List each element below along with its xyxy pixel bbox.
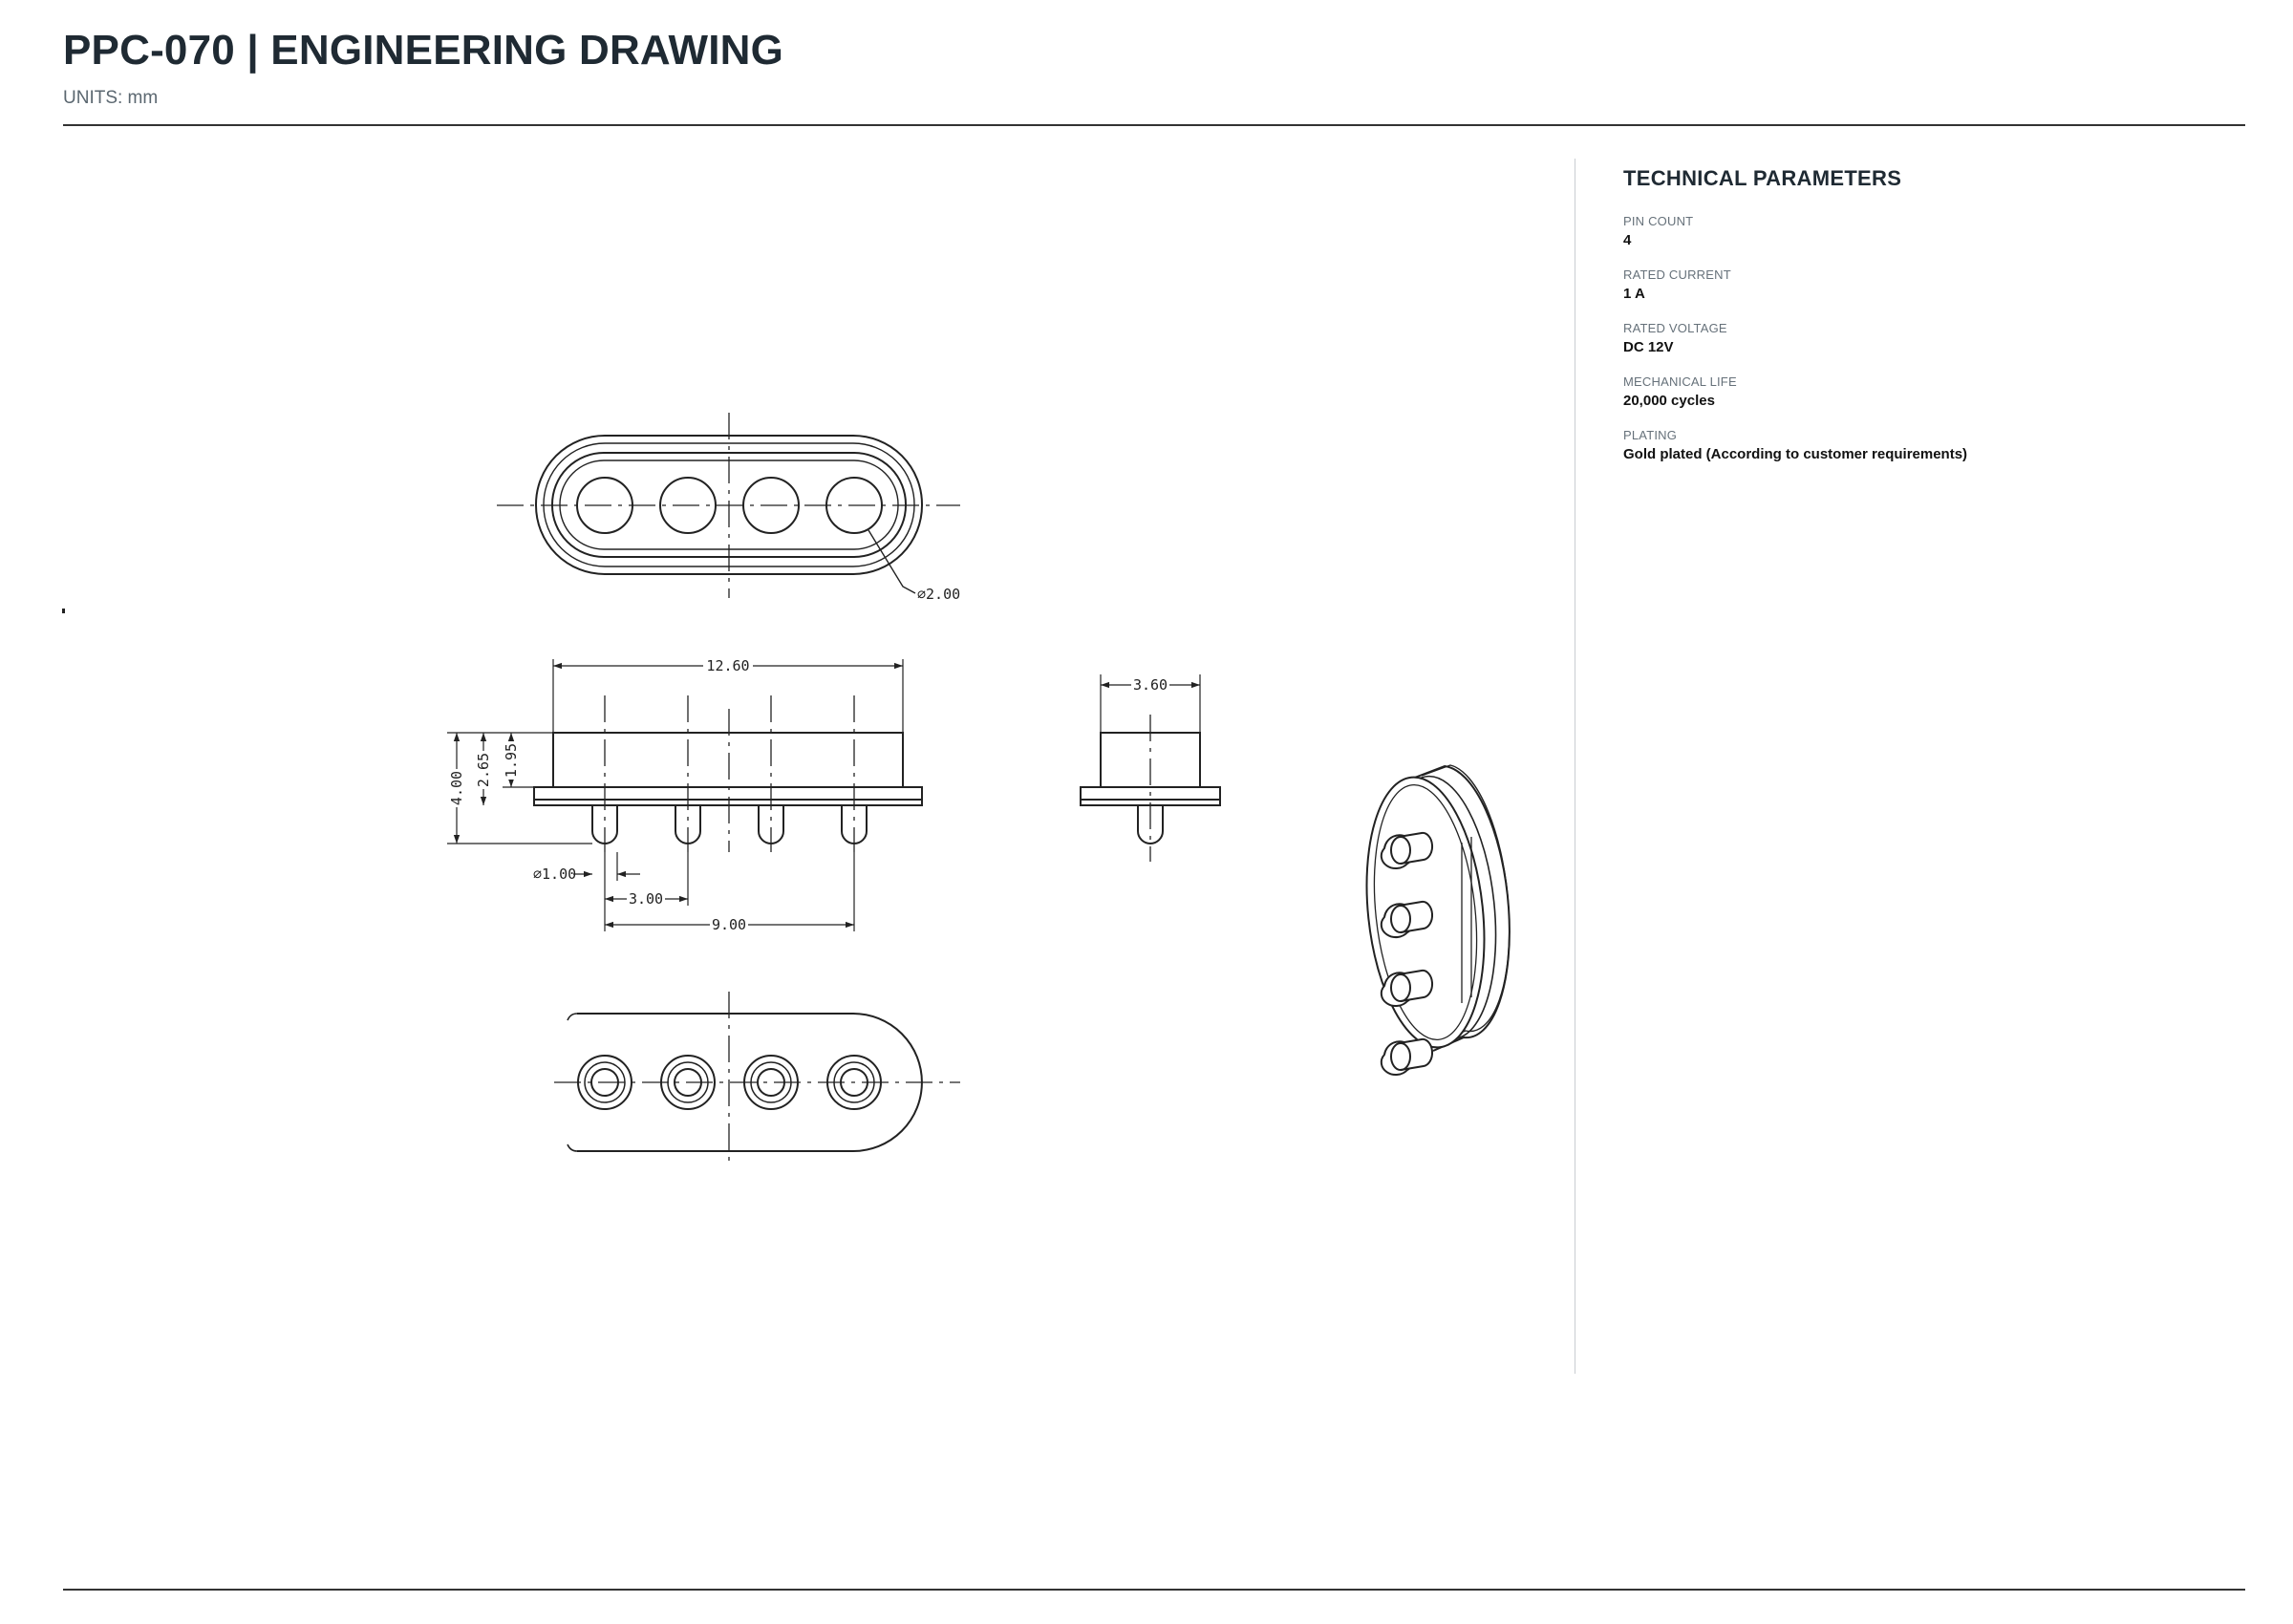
param-label: PIN COUNT [1623,214,1694,228]
technical-parameters-panel: TECHNICAL PARAMETERS PIN COUNT 4 RATED C… [1623,166,2216,481]
hole-dia-leader [868,529,916,594]
side-pin [1137,805,1164,844]
param-value: 4 [1623,232,1632,248]
overall-height-label: 4.00 [448,771,465,805]
bottom-break-top [567,1013,578,1021]
isometric-view [1365,764,1511,1076]
pitch-label: 3.00 [629,890,663,908]
dim-mask [475,751,492,789]
param-label: RATED VOLTAGE [1623,321,1727,335]
front-housing [552,732,904,788]
iso-back-housing-inner [1421,764,1511,1042]
param-pin-count: PIN COUNT 4 [1623,214,2216,248]
front-flange-upper [533,786,923,801]
front-flange-lower [533,799,923,806]
param-rated-voltage: RATED VOLTAGE DC 12V [1623,321,2216,355]
param-label: MECHANICAL LIFE [1623,374,1737,389]
front-extension-lines [447,659,904,931]
pin-hole-2 [659,477,717,534]
iso-pin-3 [1380,969,1434,1007]
param-value: Gold plated (According to customer requi… [1623,446,1968,462]
pin-dia-label: ⌀1.00 [533,865,576,883]
body-height-label: 2.65 [475,753,492,787]
dim-mask [448,769,465,807]
param-value: DC 12V [1623,339,1674,355]
units-label: UNITS: mm [63,88,159,108]
front-view [447,659,923,931]
dim-mask [703,657,753,674]
param-label: PLATING [1623,428,1678,442]
iso-pin-2 [1380,900,1434,938]
housing-height-label: 1.95 [503,743,520,778]
iso-flange-inner [1373,783,1478,1041]
param-mechanical-life: MECHANICAL LIFE 20,000 cycles [1623,374,2216,409]
dim-mask [503,741,520,780]
param-value: 20,000 cycles [1623,393,1715,409]
dim-mask [1131,676,1169,694]
front-centerlines [604,695,855,852]
side-width-label: 3.60 [1133,676,1168,694]
footer-divider [63,1589,2245,1591]
param-value: 1 A [1623,286,1645,302]
marker-mark [62,609,65,613]
side-view [1080,674,1221,862]
header-divider [63,124,2245,126]
engineering-drawing: ⌀2.00 [447,413,1511,1164]
dim-mask [627,890,665,908]
param-rated-current: RATED CURRENT 1 A [1623,267,2216,302]
iso-pin-1 [1380,831,1434,869]
bottom-view [554,992,960,1164]
hole-dia-label: ⌀2.00 [917,586,960,603]
title-block: PPC-070 | ENGINEERING DRAWING UNITS: mm [63,27,783,109]
param-plating: PLATING Gold plated (According to custom… [1623,428,2216,462]
iso-pin-4 [1380,1037,1434,1076]
pin-span-label: 9.00 [712,916,746,933]
front-dimension-lines [453,662,903,929]
dim-mask [710,916,748,933]
bottom-break-bottom [567,1143,578,1152]
top-view [497,413,960,598]
panel-title: TECHNICAL PARAMETERS [1623,166,1902,190]
drawing-title: PPC-070 | ENGINEERING DRAWING [63,27,784,74]
overall-length-label: 12.60 [706,657,749,674]
param-label: RATED CURRENT [1623,267,1731,282]
